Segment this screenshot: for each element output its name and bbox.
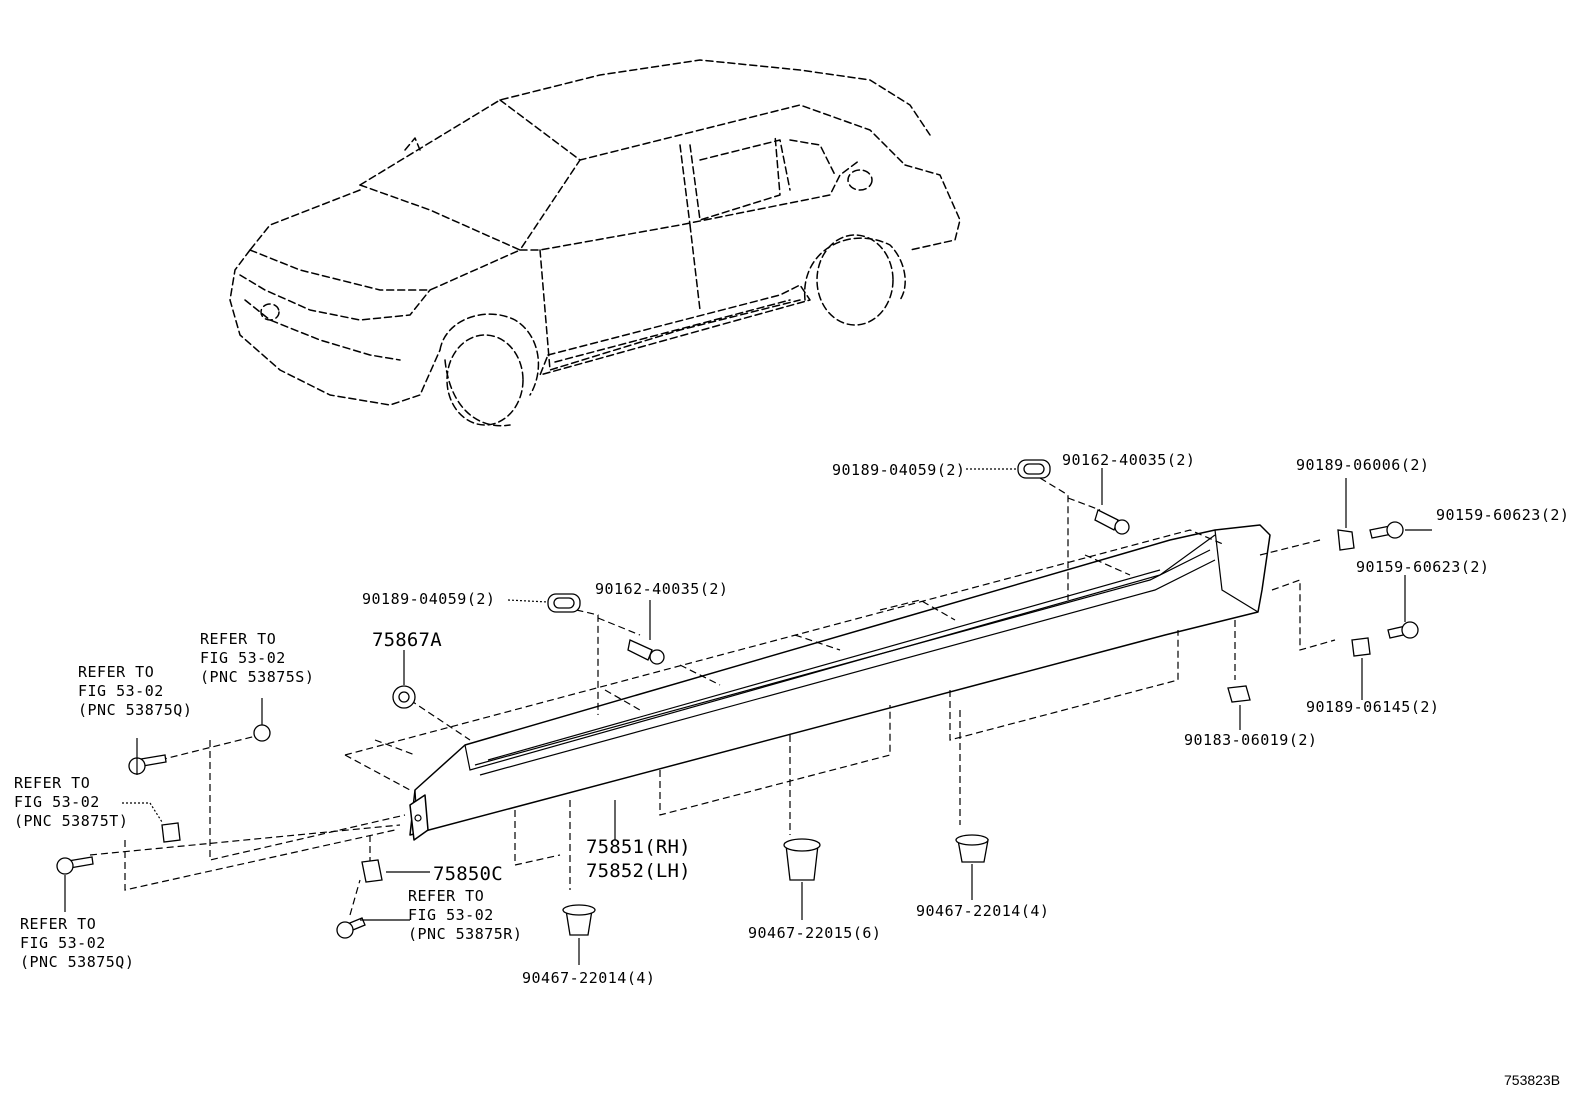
label-90467-22014-right: 90467-22014(4) (916, 902, 1049, 920)
ref-53875R: REFER TO FIG 53-02 (PNC 53875R) (408, 887, 522, 943)
rocker-moulding (409, 524, 1271, 841)
svg-text:FIG 53-02: FIG 53-02 (14, 793, 100, 811)
label-75867A: 75867A (372, 629, 442, 651)
svg-text:(PNC 53875T): (PNC 53875T) (14, 812, 128, 830)
svg-text:FIG 53-02: FIG 53-02 (20, 934, 106, 952)
svg-text:FIG 53-02: FIG 53-02 (78, 682, 164, 700)
nut-icon (1337, 529, 1355, 551)
screw-icon (627, 639, 653, 661)
svg-text:(PNC 53875S): (PNC 53875S) (200, 668, 314, 686)
label-75852-lh: 75852(LH) (586, 860, 691, 882)
label-90189-04059-mid: 90189-04059(2) (362, 590, 495, 608)
clip-icon (1227, 685, 1251, 703)
label-90189-04059-top: 90189-04059(2) (832, 461, 965, 479)
car-illustration (229, 59, 961, 427)
label-90189-06006: 90189-06006(2) (1296, 456, 1429, 474)
label-75850C: 75850C (433, 863, 503, 885)
nut-icon (161, 822, 181, 843)
nut-icon (1351, 637, 1371, 657)
label-75851-rh: 75851(RH) (586, 836, 691, 858)
fasteners (56, 459, 1419, 939)
part-labels: 90189-04059(2) 90162-40035(2) 90189-0600… (14, 451, 1569, 1088)
ref-53875S: REFER TO FIG 53-02 (PNC 53875S) (200, 630, 314, 686)
nut-icon (253, 724, 271, 742)
svg-text:FIG 53-02: FIG 53-02 (408, 906, 494, 924)
label-90159-60623-b: 90159-60623(2) (1356, 558, 1489, 576)
label-90467-22015: 90467-22015(6) (748, 924, 881, 942)
svg-text:(PNC 53875Q): (PNC 53875Q) (20, 953, 134, 971)
ref-53875T: REFER TO FIG 53-02 (PNC 53875T) (14, 774, 128, 830)
label-90162-40035-top: 90162-40035(2) (1062, 451, 1195, 469)
label-90183-06019: 90183-06019(2) (1184, 731, 1317, 749)
ref-53875Q-top: REFER TO FIG 53-02 (PNC 53875Q) (78, 663, 192, 719)
label-90189-06145: 90189-06145(2) (1306, 698, 1439, 716)
screw-icon (1094, 509, 1119, 531)
svg-text:REFER TO: REFER TO (14, 774, 90, 792)
svg-text:REFER TO: REFER TO (20, 915, 96, 933)
svg-text:REFER TO: REFER TO (408, 887, 484, 905)
svg-text:REFER TO: REFER TO (200, 630, 276, 648)
label-90159-60623-a: 90159-60623(2) (1436, 506, 1569, 524)
solid-leaders (64, 468, 1432, 965)
svg-text:(PNC 53875R): (PNC 53875R) (408, 925, 522, 943)
svg-text:(PNC 53875Q): (PNC 53875Q) (78, 701, 192, 719)
svg-text:FIG 53-02: FIG 53-02 (200, 649, 286, 667)
svg-text:REFER TO: REFER TO (78, 663, 154, 681)
dashed-leaders (89, 477, 1336, 916)
clip-icon (361, 859, 383, 883)
label-90162-40035-mid: 90162-40035(2) (595, 580, 728, 598)
figure-id: 753823B (1504, 1072, 1560, 1088)
ref-53875Q-bottom: REFER TO FIG 53-02 (PNC 53875Q) (20, 915, 134, 971)
label-90467-22014-left: 90467-22014(4) (522, 969, 655, 987)
